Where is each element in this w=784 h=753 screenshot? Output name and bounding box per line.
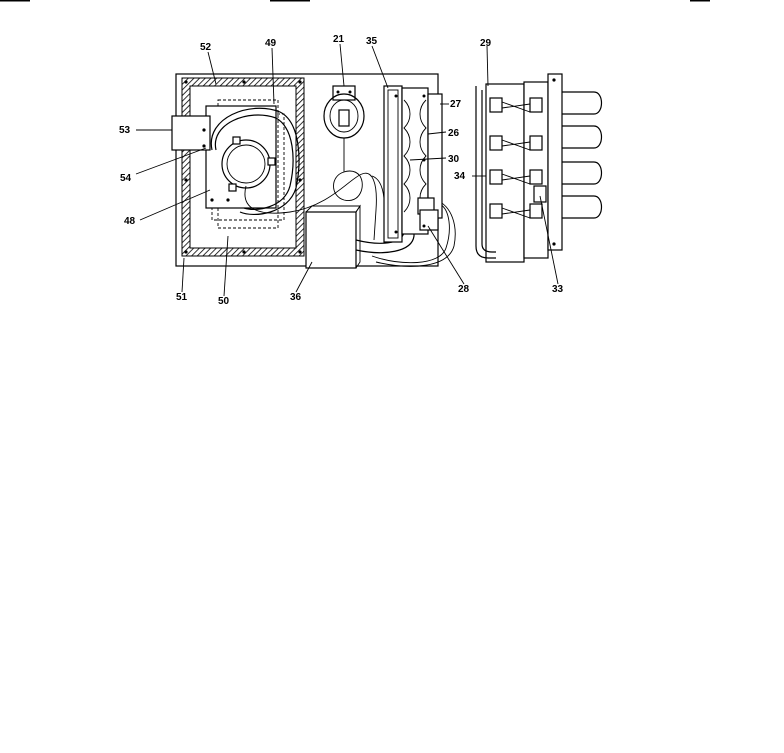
callout-34: 34 xyxy=(454,171,466,182)
callout-30: 30 xyxy=(448,154,460,165)
callout-27: 27 xyxy=(450,99,462,110)
insulation-frame xyxy=(181,77,305,257)
callout-28: 28 xyxy=(458,284,470,295)
burner-tubes xyxy=(562,91,603,219)
burner-side-view xyxy=(475,73,603,263)
callout-35: 35 xyxy=(366,36,378,47)
callout-54: 54 xyxy=(120,173,132,184)
callout-21: 21 xyxy=(333,34,345,45)
callout-52: 52 xyxy=(200,42,212,53)
callout-50: 50 xyxy=(218,296,230,307)
callout-labels: 52 49 21 35 29 53 27 26 30 54 34 48 51 5… xyxy=(119,34,564,307)
callout-29: 29 xyxy=(480,38,492,49)
orifices xyxy=(489,97,543,219)
control-module xyxy=(305,204,361,269)
callout-36: 36 xyxy=(290,292,302,303)
inducer-blower xyxy=(171,105,300,215)
frame-screws xyxy=(184,80,302,254)
pressure-switch xyxy=(323,85,365,172)
tubing xyxy=(244,170,456,267)
callout-49: 49 xyxy=(265,38,277,49)
leader-lines xyxy=(135,43,559,297)
burner-assembly-front xyxy=(383,85,443,243)
callout-51: 51 xyxy=(176,292,188,303)
top-edge-fragments xyxy=(0,0,710,2)
callout-33: 33 xyxy=(552,284,564,295)
callout-48: 48 xyxy=(124,216,136,227)
callout-26: 26 xyxy=(448,128,460,139)
callout-53: 53 xyxy=(119,125,131,136)
